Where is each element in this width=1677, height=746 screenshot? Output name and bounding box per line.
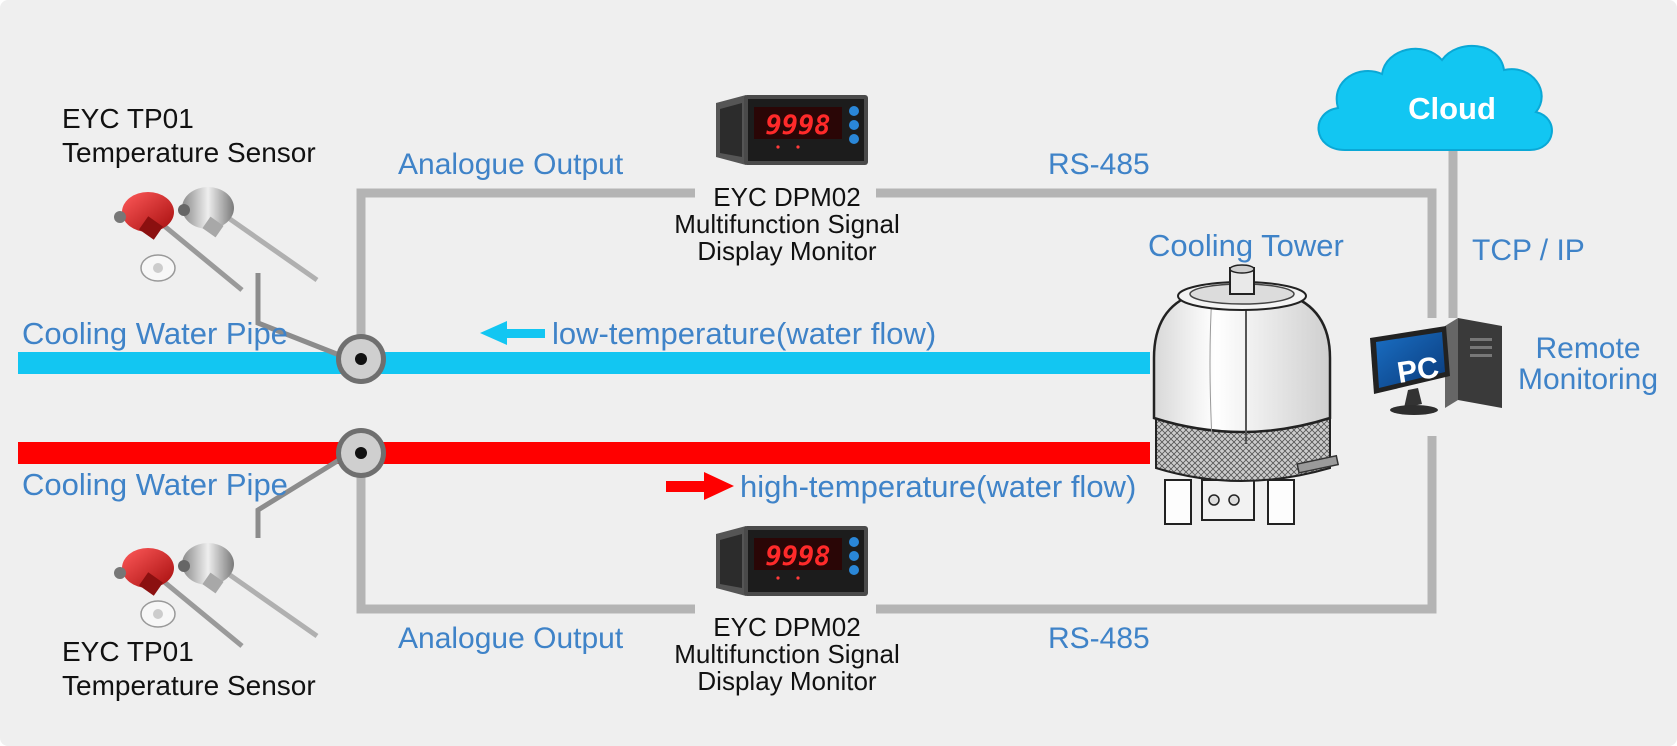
sensor-top-model: EYC TP01 bbox=[62, 103, 194, 134]
remote-monitoring-line1: Remote bbox=[1535, 332, 1640, 365]
wire-rs485-bottom bbox=[876, 436, 1437, 614]
junction-node-bottom bbox=[336, 428, 386, 478]
monitor-bottom-desc1: Multifunction Signal bbox=[674, 639, 899, 669]
cold-water-pipe bbox=[18, 352, 1150, 374]
monitor-bottom-desc2: Display Monitor bbox=[697, 666, 877, 696]
wire-analogue-bottom bbox=[356, 455, 695, 614]
sensor-bottom-type: Temperature Sensor bbox=[62, 670, 316, 701]
monitor-top-model: EYC DPM02 bbox=[713, 182, 860, 212]
temperature-sensor-top-image bbox=[114, 187, 319, 292]
sensor-lead-bottom bbox=[255, 449, 354, 538]
sensor-top-type: Temperature Sensor bbox=[62, 137, 316, 168]
monitor-top-desc1: Multifunction Signal bbox=[674, 209, 899, 239]
high-temp-arrow-icon bbox=[666, 472, 734, 500]
cooling-tower-image bbox=[1152, 264, 1340, 525]
analogue-output-top-label: Analogue Output bbox=[398, 148, 624, 181]
monitor-top-desc2: Display Monitor bbox=[697, 236, 877, 266]
hot-pipe-label: Cooling Water Pipe bbox=[22, 467, 288, 502]
display-monitor-bottom-image: 9998 bbox=[716, 526, 868, 596]
low-temp-flow-label: low-temperature(water flow) bbox=[552, 316, 936, 351]
temperature-sensor-bottom-image bbox=[114, 543, 319, 648]
cooling-tower-label: Cooling Tower bbox=[1148, 228, 1344, 263]
rs485-top-label: RS-485 bbox=[1048, 148, 1150, 181]
analogue-output-bottom-label: Analogue Output bbox=[398, 622, 624, 655]
low-temp-arrow-icon bbox=[480, 321, 545, 345]
monitor-top-readout: 9998 bbox=[765, 110, 830, 141]
junction-node-top bbox=[336, 334, 386, 384]
tcpip-label: TCP / IP bbox=[1472, 234, 1585, 267]
cold-pipe-label: Cooling Water Pipe bbox=[22, 316, 288, 351]
high-temp-flow-label: high-temperature(water flow) bbox=[740, 469, 1136, 504]
monitor-bottom-model: EYC DPM02 bbox=[713, 612, 860, 642]
wire-rs485-top bbox=[876, 188, 1437, 318]
remote-monitoring-line2: Monitoring bbox=[1518, 363, 1658, 396]
monitor-bottom-readout: 9998 bbox=[765, 541, 830, 572]
wire-analogue-top bbox=[356, 188, 695, 340]
hot-water-pipe bbox=[18, 442, 1150, 464]
display-monitor-top-image: 9998 bbox=[716, 95, 868, 165]
rs485-bottom-label: RS-485 bbox=[1048, 622, 1150, 655]
pc-label: PC bbox=[1395, 351, 1441, 390]
labels: EYC TP01 Temperature Sensor EYC TP01 Tem… bbox=[22, 91, 1658, 701]
pc-computer-icon bbox=[1370, 318, 1502, 415]
sensor-lead-top bbox=[255, 273, 353, 363]
signal-wires bbox=[356, 150, 1458, 614]
cloud-icon bbox=[1317, 44, 1553, 151]
sensor-bottom-model: EYC TP01 bbox=[62, 636, 194, 667]
cloud-label: Cloud bbox=[1408, 91, 1496, 126]
